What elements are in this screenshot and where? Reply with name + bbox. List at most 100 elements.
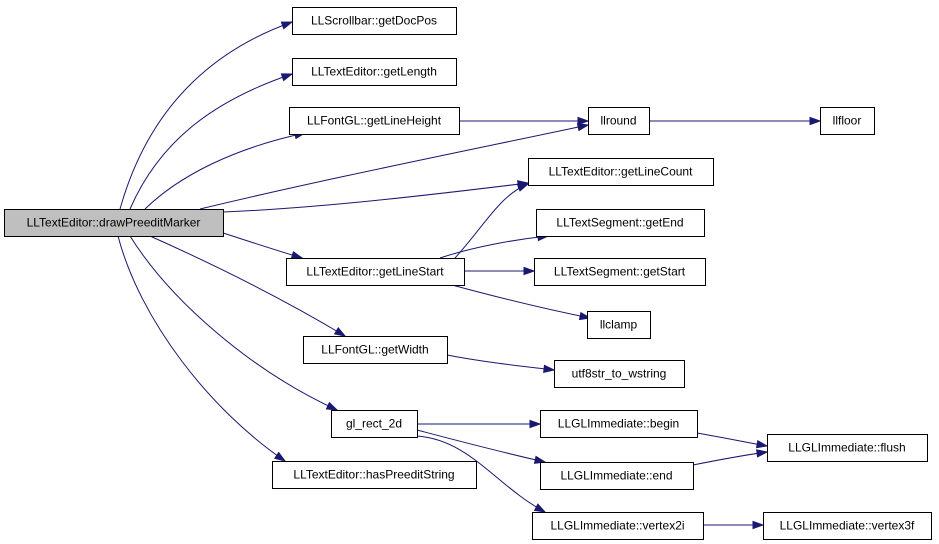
node-box[interactable] — [534, 258, 706, 286]
arrowhead-icon — [533, 455, 547, 464]
node-gl_rect_2d[interactable]: gl_rect_2d — [331, 410, 418, 438]
edge-gl_rect_2d-to-end — [416, 429, 547, 464]
node-box[interactable] — [820, 107, 875, 135]
node-label: LLTextEditor::getLineStart — [306, 265, 444, 279]
node-box[interactable] — [289, 107, 460, 135]
edge-getWidth-to-utf8str — [446, 354, 556, 373]
node-llround[interactable]: llround — [588, 107, 650, 135]
arrowhead-icon — [752, 520, 765, 530]
arrowhead-icon — [533, 503, 547, 513]
node-utf8str[interactable]: utf8str_to_wstring — [554, 360, 685, 388]
node-box[interactable] — [292, 7, 457, 35]
node-label: llclamp — [600, 318, 638, 332]
node-begin[interactable]: LLGLImmediate::begin — [540, 410, 698, 438]
edge-gl_rect_2d-to-vertex2i — [416, 435, 547, 513]
node-getEnd[interactable]: LLTextSegment::getEnd — [536, 209, 705, 237]
node-label: LLGLImmediate::begin — [558, 417, 679, 431]
edge-llround-to-llfloor — [649, 116, 822, 126]
node-box[interactable] — [292, 58, 457, 86]
node-label: utf8str_to_wstring — [572, 367, 667, 381]
node-box[interactable] — [767, 434, 928, 462]
edge-getLineStart-to-getLineCount — [454, 183, 530, 259]
arrowhead-icon — [523, 266, 536, 276]
node-box[interactable] — [528, 158, 714, 186]
node-end[interactable]: LLGLImmediate::end — [540, 462, 694, 490]
edge-drawPreeditMarker-to-getLineCount — [222, 180, 530, 213]
edge-drawPreeditMarker-to-getLength — [129, 73, 294, 210]
edge-line — [446, 354, 555, 371]
edge-line — [144, 132, 306, 210]
edge-drawPreeditMarker-to-hasPreedit — [117, 235, 287, 462]
arrowhead-icon — [290, 250, 304, 260]
node-getWidth[interactable]: LLFontGL::getWidth — [303, 336, 448, 364]
edge-begin-to-flush — [696, 432, 769, 449]
arrowhead-icon — [756, 449, 769, 458]
edge-line — [149, 235, 346, 337]
node-vertex3f[interactable]: LLGLImmediate::vertex3f — [763, 512, 932, 540]
arrowhead-icon — [325, 401, 339, 411]
arrowhead-icon — [516, 183, 530, 192]
node-box[interactable] — [286, 258, 465, 286]
node-label: LLFontGL::getWidth — [321, 343, 428, 357]
node-label: LLScrollbar::getDocPos — [311, 14, 437, 28]
edge-getLineStart-to-llclamp — [451, 284, 592, 321]
node-getDocPos[interactable]: LLScrollbar::getDocPos — [292, 7, 457, 35]
edge-line — [199, 124, 589, 210]
edge-drawPreeditMarker-to-getLineStart — [222, 232, 304, 260]
arrowhead-icon — [576, 123, 590, 132]
edge-vertex2i-to-vertex3f — [703, 520, 765, 530]
edge-line — [222, 182, 529, 213]
node-box[interactable] — [532, 512, 704, 540]
edge-end-to-flush — [692, 449, 769, 466]
node-hasPreedit[interactable]: LLTextEditor::hasPreeditString — [272, 461, 477, 489]
edge-line — [222, 232, 303, 259]
node-box[interactable] — [588, 107, 650, 135]
edge-gl_rect_2d-to-begin — [417, 419, 542, 429]
arrowhead-icon — [755, 439, 769, 449]
arrowhead-icon — [273, 451, 287, 462]
node-label: gl_rect_2d — [346, 417, 402, 431]
node-box[interactable] — [303, 336, 448, 364]
arrowhead-icon — [529, 419, 542, 429]
node-label: LLFontGL::getLineHeight — [307, 114, 442, 128]
node-label: LLGLImmediate::vertex2i — [550, 519, 684, 533]
node-label: LLGLImmediate::vertex3f — [780, 519, 915, 533]
edge-line — [451, 284, 591, 319]
node-box[interactable] — [536, 209, 705, 237]
nodes-layer: LLTextEditor::drawPreeditMarker LLScrollb… — [4, 7, 932, 540]
node-flush[interactable]: LLGLImmediate::flush — [767, 434, 928, 462]
arrowhead-icon — [333, 326, 347, 337]
node-getLineHeight[interactable]: LLFontGL::getLineHeight — [289, 107, 460, 135]
node-llclamp[interactable]: llclamp — [587, 311, 651, 339]
edge-line — [696, 432, 768, 447]
node-box[interactable] — [763, 512, 932, 540]
edge-drawPreeditMarker-to-getLineHeight — [144, 131, 307, 210]
node-box[interactable] — [587, 311, 651, 339]
edge-line — [416, 435, 546, 513]
node-box[interactable] — [554, 360, 685, 388]
node-llfloor[interactable]: llfloor — [820, 107, 875, 135]
node-box[interactable] — [4, 209, 224, 237]
arrowhead-icon — [280, 21, 294, 30]
node-vertex2i[interactable]: LLGLImmediate::vertex2i — [532, 512, 704, 540]
edge-line — [119, 21, 293, 210]
node-box[interactable] — [540, 410, 698, 438]
node-getLineStart[interactable]: LLTextEditor::getLineStart — [286, 258, 465, 286]
arrowhead-icon — [543, 364, 556, 373]
node-getLength[interactable]: LLTextEditor::getLength — [292, 58, 457, 86]
edge-getLineHeight-to-llround — [458, 116, 590, 126]
node-box[interactable] — [272, 461, 477, 489]
node-label: llround — [600, 114, 636, 128]
node-label: LLGLImmediate::end — [560, 469, 672, 483]
arrowhead-icon — [809, 116, 822, 126]
node-label: LLTextEditor::getLineCount — [549, 165, 694, 179]
edge-line — [454, 183, 529, 259]
node-box[interactable] — [331, 410, 418, 438]
node-drawPreeditMarker[interactable]: LLTextEditor::drawPreeditMarker — [4, 209, 224, 237]
edge-line — [129, 235, 338, 411]
edge-getLineStart-to-getEnd — [439, 232, 550, 259]
node-getStart[interactable]: LLTextSegment::getStart — [534, 258, 706, 286]
node-box[interactable] — [540, 462, 694, 490]
node-getLineCount[interactable]: LLTextEditor::getLineCount — [528, 158, 714, 186]
